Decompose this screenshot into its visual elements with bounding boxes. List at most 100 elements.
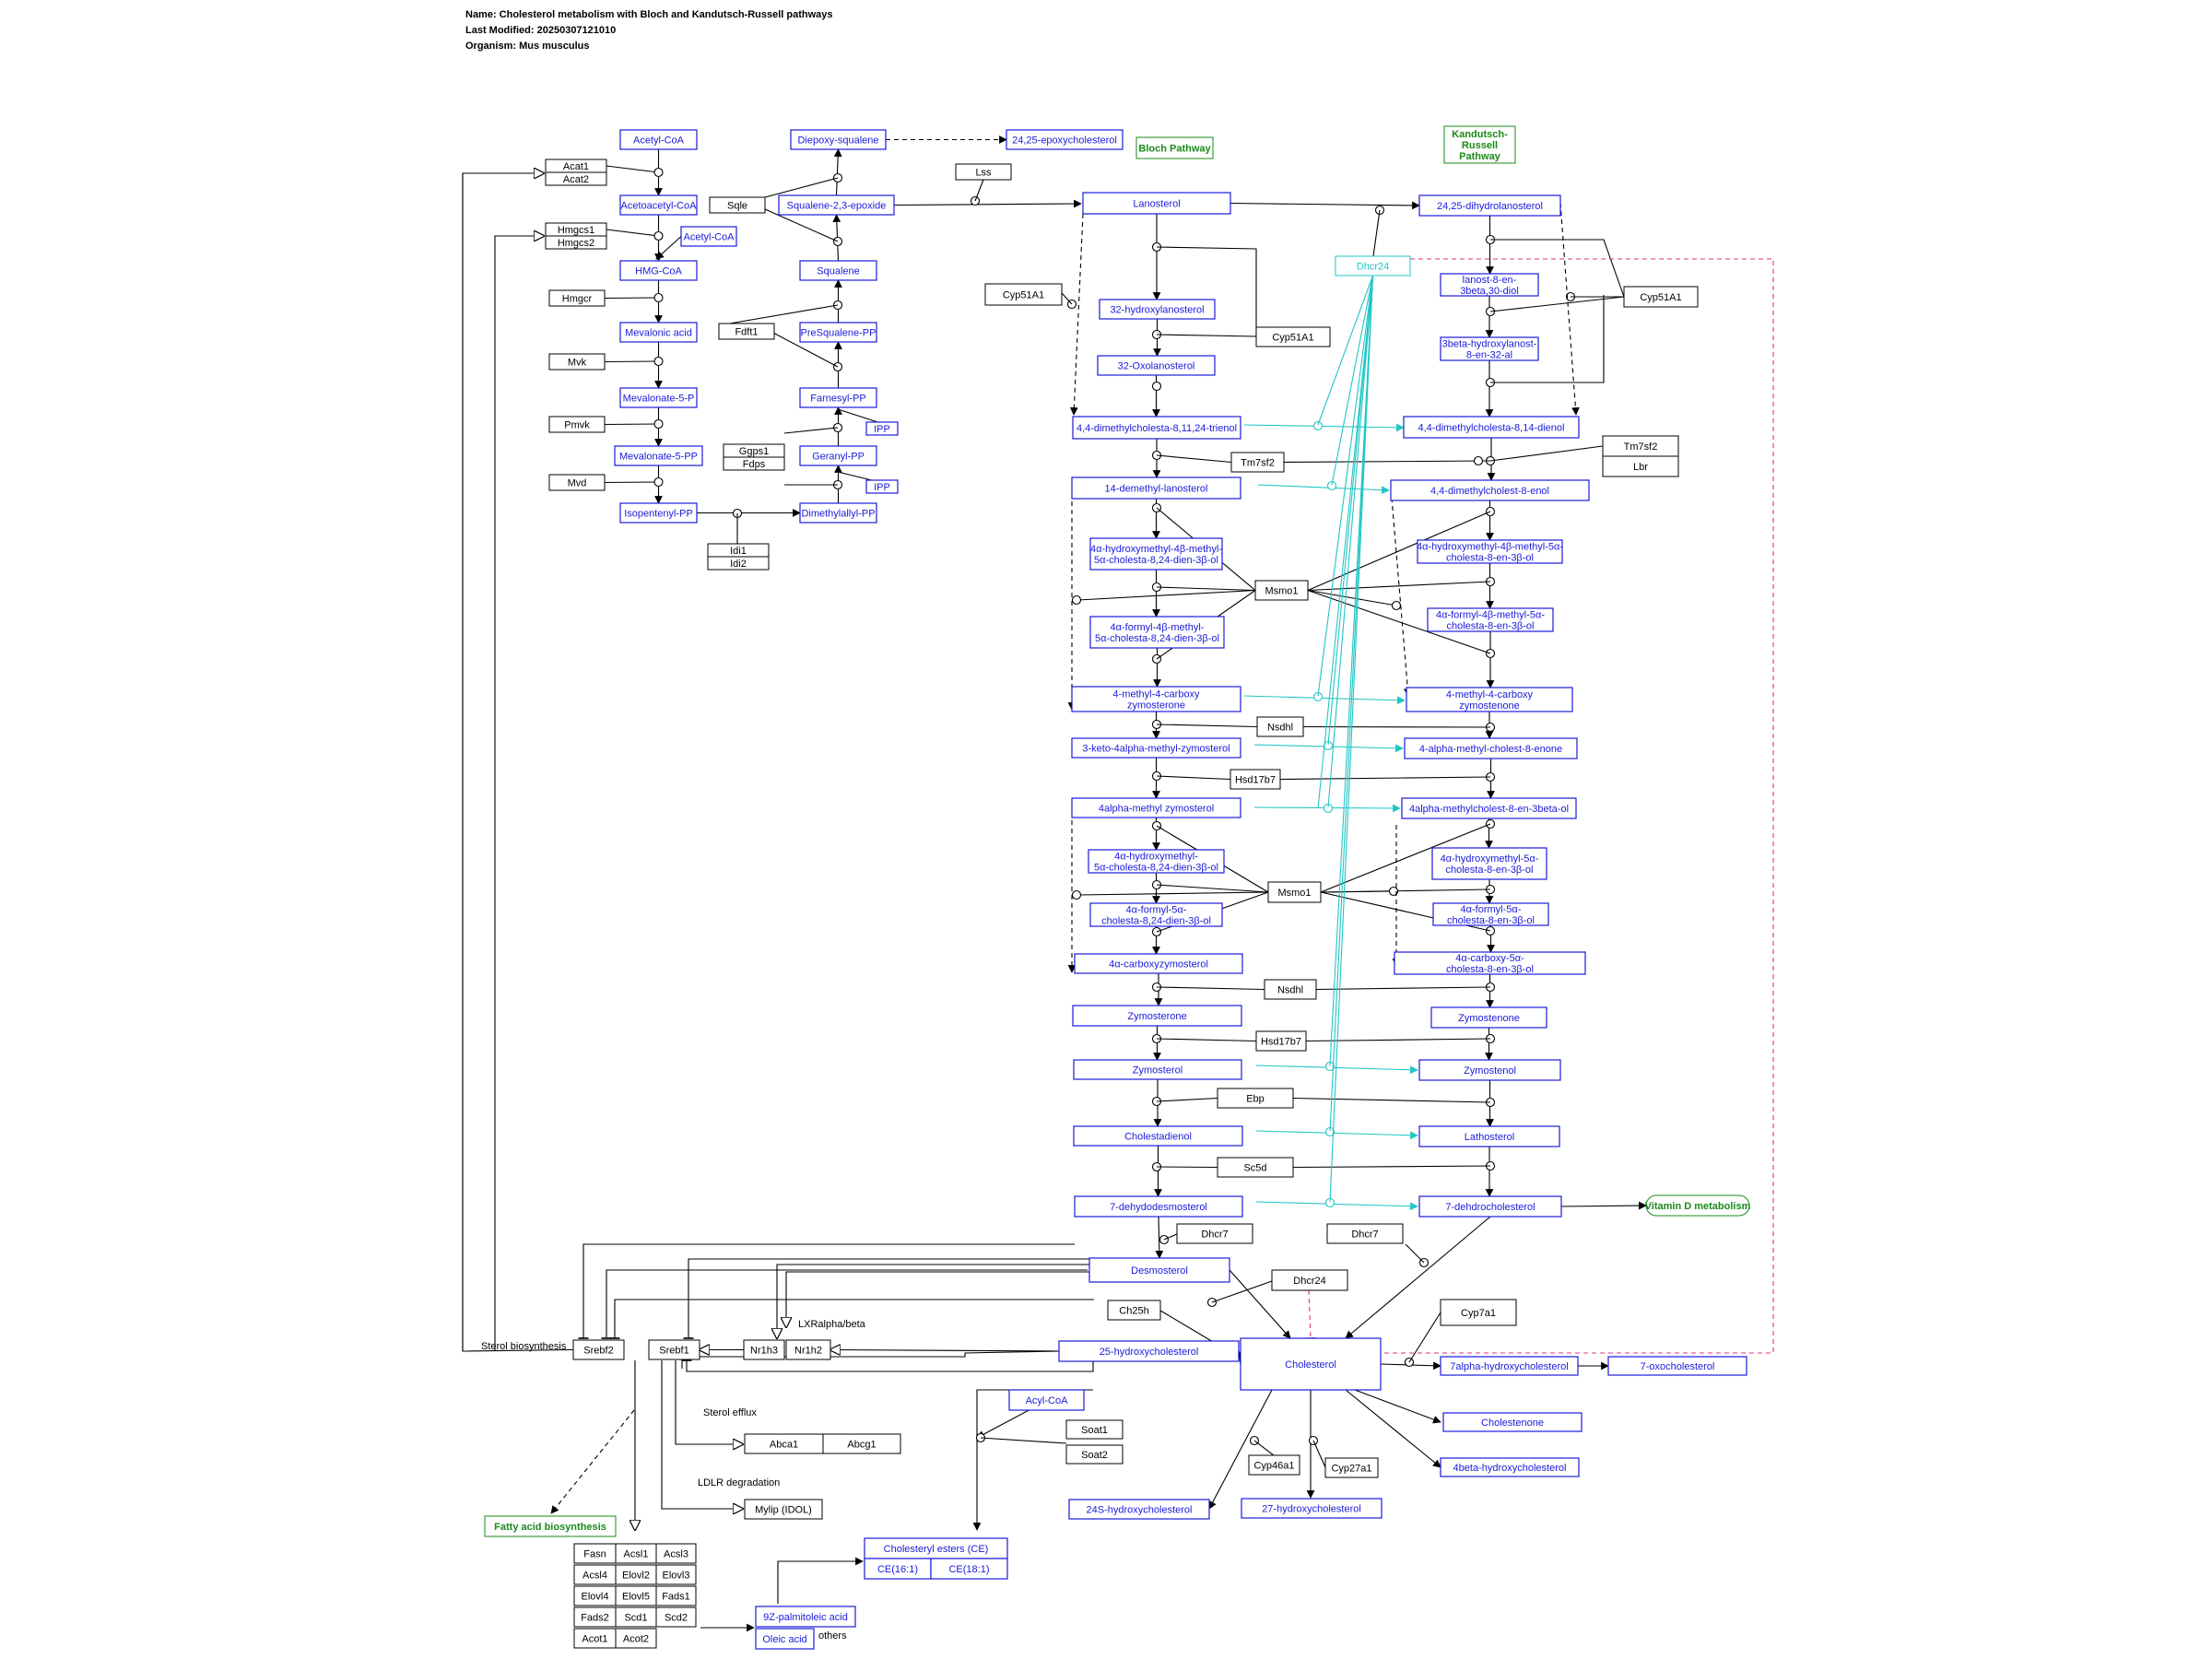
node-abca1: Abca1: [744, 1433, 824, 1454]
anchor: [1312, 420, 1324, 431]
node-box: [1089, 537, 1223, 571]
edge: [1077, 891, 1269, 896]
node-dhcr24b: Dhcr24: [1271, 1269, 1348, 1291]
edge: [777, 1557, 864, 1604]
node-box: [1248, 1454, 1300, 1476]
node-box: [1107, 1300, 1161, 1321]
node-label: Cyp51A1: [1640, 292, 1681, 303]
edge: [1211, 1280, 1273, 1303]
node-hc24s: 24S-hydroxycholesterol: [1068, 1499, 1210, 1520]
node-box: [1418, 194, 1561, 217]
node-label: 24S-hydroxycholesterol: [1087, 1505, 1193, 1516]
anchor: [653, 230, 664, 241]
node-ipp2: IPP: [865, 479, 899, 494]
node-label: Zymostenol: [1464, 1065, 1516, 1077]
node-label: Dimethylallyl-PP: [801, 509, 875, 520]
node-label: Cyp51A1: [1272, 333, 1313, 344]
node-cyp7a1: Cyp7a1: [1440, 1299, 1517, 1326]
node-nr1h2: Nr1h2: [785, 1339, 831, 1360]
node-box: [790, 129, 887, 150]
node-box: [1443, 125, 1516, 164]
edge: [1243, 423, 1405, 432]
node-label: 4α-hydroxymethyl-4β-methyl-5α-cholesta-8…: [1090, 544, 1222, 566]
node-oxolan: 32-Oxolanosterol: [1097, 355, 1216, 376]
node-box: [1176, 1223, 1253, 1244]
node-label: Acetyl-CoA: [683, 232, 735, 243]
node-cyp51a1b: Cyp51A1: [1255, 326, 1331, 347]
node-box: [799, 260, 877, 281]
node-acylcoa: Acyl-CoA: [1008, 1389, 1085, 1411]
node-box: [1442, 1412, 1583, 1432]
node-label: Nsdhl: [1267, 723, 1293, 734]
node-hc27: 27-hydroxycholesterol: [1241, 1498, 1382, 1519]
node-box: [614, 445, 703, 466]
edge: [681, 1350, 1060, 1369]
node-msmo1a: Msmo1: [1254, 580, 1309, 601]
node-k_hm2: 4α-hydroxymethyl-5α-cholesta-8-en-3β-ol: [1431, 847, 1547, 880]
node-label: 27-hydroxycholesterol: [1262, 1504, 1361, 1515]
node-hmgcoa: HMG-CoA: [619, 260, 698, 281]
node-b_keto: 3-keto-4alpha-methyl-zymosterol: [1071, 737, 1241, 759]
node-dmc_dienol: 4,4-dimethylcholesta-8,14-dienol: [1403, 416, 1580, 439]
edge: [1372, 209, 1381, 257]
node-box: [655, 1606, 697, 1628]
edge: [655, 236, 682, 260]
node-b_amz: 4alpha-methyl zymosterol: [1071, 797, 1241, 818]
node-label: Fatty acid biosynthesis: [494, 1522, 606, 1533]
edge: [1257, 484, 1390, 495]
catalysis-edge: [606, 165, 659, 173]
node-box: [619, 194, 698, 216]
node-label: Cholestadienol: [1124, 1132, 1192, 1143]
node-fdft1: Fdft1: [718, 323, 775, 340]
node-label: 4α-formyl-4β-methyl-5α-cholesta-8,24-die…: [1095, 622, 1219, 644]
node-srebf1: Srebf1: [648, 1339, 700, 1360]
node-box: [1058, 1340, 1240, 1362]
node-acetoacetylcoa: Acetoacetyl-CoA: [619, 194, 698, 216]
node-hc7a: 7alpha-hydroxycholesterol: [1440, 1356, 1579, 1376]
node-hmgcr: Hmgcr: [548, 289, 606, 307]
node-dihydrolan: 24,25-dihydrolanosterol: [1418, 194, 1561, 217]
node-box: [655, 1585, 697, 1606]
node-label: Hsd17b7: [1261, 1037, 1301, 1048]
edge: [771, 331, 839, 368]
node-box: [1071, 737, 1241, 759]
node-cyp51a1a: Cyp51A1: [984, 283, 1063, 306]
edge: [1163, 1233, 1178, 1241]
edge: [1327, 275, 1374, 746]
node-lbr: Lbr: [1602, 455, 1679, 477]
node-label: Nr1h3: [750, 1346, 778, 1357]
node-box: [1418, 1125, 1560, 1147]
node-gpp: Geranyl-PP: [799, 445, 877, 466]
node-epoxychol: 24,25-epoxycholesterol: [1006, 129, 1124, 150]
node-box: [723, 456, 785, 471]
node-label: 25-hydroxycholesterol: [1100, 1347, 1199, 1358]
node-msmo1b: Msmo1: [1267, 881, 1322, 903]
node-label: Acetoacetyl-CoA: [621, 201, 698, 212]
edge: [764, 208, 839, 242]
edge: [601, 1269, 1088, 1339]
label-ldlr: LDLR degradation: [698, 1477, 780, 1488]
node-label: 7-dehydodesmosterol: [1110, 1202, 1207, 1213]
node-k_c: 4α-carboxy-5α-cholesta-8-en-3β-ol: [1394, 951, 1586, 975]
node-box: [1602, 455, 1679, 477]
node-box: [1427, 607, 1554, 632]
node-label: Ch25h: [1119, 1306, 1148, 1317]
node-label: Msmo1: [1277, 888, 1311, 899]
node-srebf2: Srebf2: [572, 1339, 625, 1360]
node-label: Scd2: [665, 1613, 688, 1624]
node-box: [1335, 255, 1411, 276]
node-box: [1440, 1299, 1517, 1326]
node-label: Mvk: [568, 358, 587, 369]
node-box: [1082, 192, 1231, 215]
pathway-name: Name: Cholesterol metabolism with Bloch …: [465, 9, 833, 20]
node-label: Elovl3: [663, 1571, 690, 1582]
node-box: [1324, 1457, 1379, 1478]
node-label: Idi1: [730, 546, 747, 557]
node-label: Cholesteryl esters (CE): [884, 1544, 989, 1555]
node-label: Acetyl-CoA: [633, 135, 685, 147]
node-label: Squalene-2,3-epoxide: [787, 201, 887, 212]
node-box: [619, 322, 698, 343]
edge: [1069, 213, 1084, 416]
